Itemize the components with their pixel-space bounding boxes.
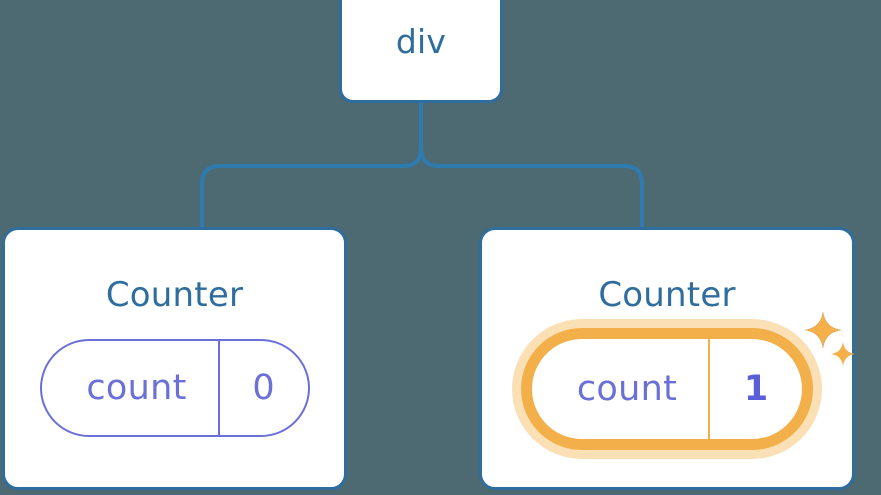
state-value-left: 0 — [217, 341, 308, 435]
node-counter-left-label: Counter — [105, 275, 244, 315]
node-div[interactable]: div — [339, 0, 503, 103]
node-div-label: div — [395, 22, 447, 61]
state-name-left: count — [86, 368, 187, 408]
node-counter-left[interactable]: Counter count 0 — [2, 227, 347, 490]
state-value-right: 1 — [708, 339, 802, 439]
sparkle-big-icon — [804, 311, 842, 349]
state-pill-left[interactable]: count 0 — [39, 339, 310, 437]
node-counter-right-label: Counter — [598, 275, 736, 315]
node-counter-right[interactable]: Counter count 1 — [479, 227, 855, 490]
connector-path — [200, 101, 644, 230]
state-pill-wrapper-right: count 1 — [532, 311, 855, 439]
state-name-right: count — [576, 369, 678, 409]
sparkle-group — [800, 311, 864, 381]
state-pill-wrapper-left: count 0 — [39, 339, 310, 437]
state-pill-right[interactable]: count 1 — [532, 339, 802, 439]
sparkle-small-icon — [831, 342, 855, 366]
